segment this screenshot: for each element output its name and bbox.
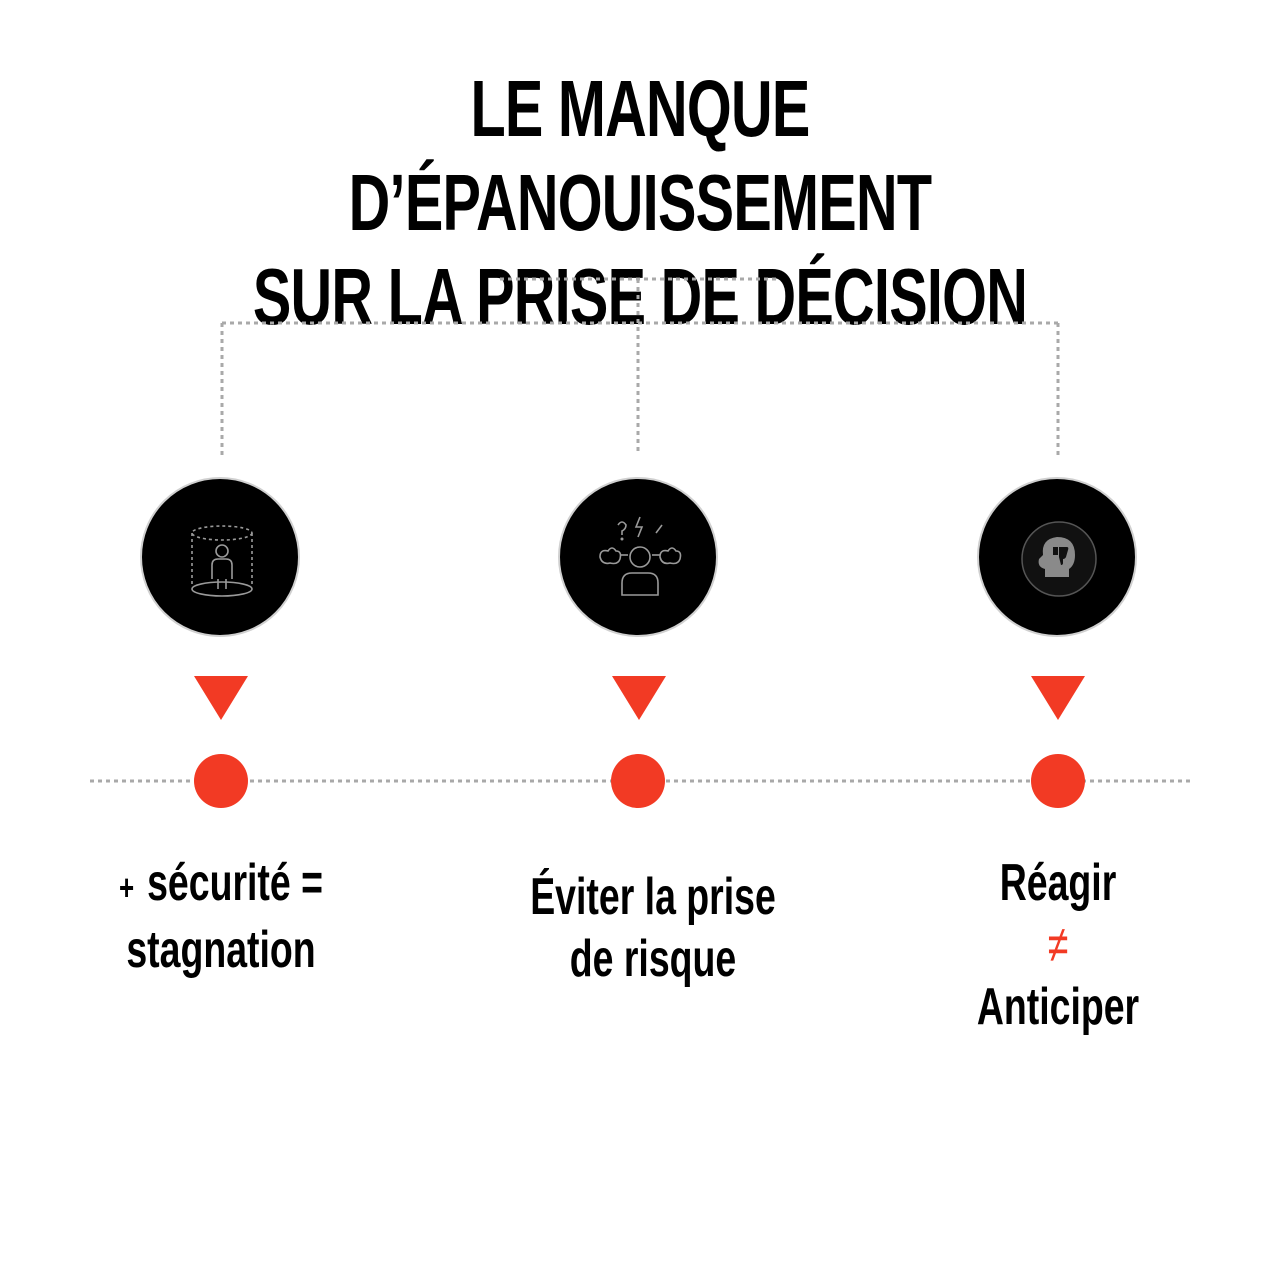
node-label-3-line-2: Anticiper: [976, 978, 1140, 1036]
arrow-down-2: [612, 676, 666, 720]
node-label-2: Éviter la prise de risque: [520, 866, 786, 990]
head-thumbs-down-icon: [1021, 521, 1097, 597]
plus-sign: +: [119, 867, 135, 908]
page-title: LE MANQUE D’ÉPANOUISSEMENT SUR LA PRISE …: [179, 62, 1101, 344]
node-circle-1: [140, 477, 300, 637]
node-circle-3: [977, 477, 1137, 637]
node-label-2-line-2: de risque: [569, 930, 737, 988]
node-label-2-line-1: Éviter la prise: [530, 868, 776, 926]
arrow-down-3: [1031, 676, 1085, 720]
timeline-dot-2: [611, 754, 665, 808]
stressed-person-icon: [599, 516, 682, 596]
timeline-dot-1: [194, 754, 248, 808]
node-label-3-line-1: Réagir: [999, 854, 1117, 912]
node-label-1-line-2: stagnation: [126, 921, 316, 979]
title-line-1: LE MANQUE D’ÉPANOUISSEMENT: [348, 64, 932, 247]
title-line-2: SUR LA PRISE DE DÉCISION: [252, 252, 1028, 341]
timeline-dot-3: [1031, 754, 1085, 808]
node-label-1-line-1: +sécurité =: [119, 854, 323, 912]
node-label-3: Réagir ≠ Anticiper: [936, 852, 1181, 1038]
person-in-cylinder-icon: [191, 525, 253, 597]
arrow-down-1: [194, 676, 248, 720]
node-circle-2: [558, 477, 718, 637]
node-label-1: +sécurité = stagnation: [102, 852, 340, 981]
not-equal-symbol: ≠: [1047, 916, 1069, 974]
